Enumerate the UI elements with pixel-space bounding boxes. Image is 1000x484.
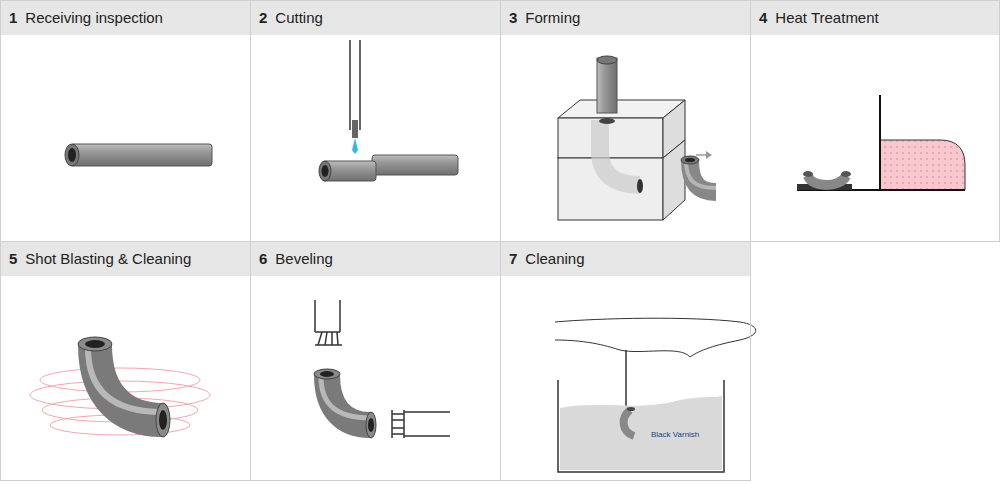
process-step-panel: 4 Heat Treatment bbox=[750, 0, 1000, 242]
step-number: 6 bbox=[259, 250, 267, 267]
cutting-drawing bbox=[319, 40, 458, 181]
forming-press bbox=[558, 56, 716, 220]
step-header-bar: 6 Beveling bbox=[251, 242, 500, 276]
process-step-panel: 6 Beveling bbox=[250, 241, 501, 481]
process-step-panel: 2 Cutting bbox=[250, 0, 501, 242]
step-header-bar: 1 Receiving inspection bbox=[1, 1, 250, 35]
process-step-panel: 1 Receiving inspection bbox=[0, 0, 251, 242]
step-title: Cutting bbox=[275, 9, 323, 26]
step-title: Heat Treatment bbox=[775, 9, 878, 26]
step-title: Cleaning bbox=[525, 250, 584, 267]
pipe-drawing bbox=[65, 144, 212, 166]
step-header-bar: 2 Cutting bbox=[251, 1, 500, 35]
step-title: Receiving inspection bbox=[25, 9, 163, 26]
step-number: 5 bbox=[9, 250, 17, 267]
furnace-drawing bbox=[797, 95, 965, 190]
shot-blasting-drawing bbox=[30, 337, 210, 437]
dip-tank-drawing bbox=[555, 318, 756, 472]
step-header-bar: 3 Forming bbox=[501, 1, 750, 35]
beveling-drawing bbox=[314, 300, 450, 438]
process-step-panel: 3 Forming bbox=[500, 0, 751, 242]
step-header-bar: 4 Heat Treatment bbox=[751, 1, 999, 35]
step-title: Beveling bbox=[275, 250, 333, 267]
step-number: 1 bbox=[9, 9, 17, 26]
step-number: 4 bbox=[759, 9, 767, 26]
step-number: 3 bbox=[509, 9, 517, 26]
step-number: 7 bbox=[509, 250, 517, 267]
step-header-bar: 7 Cleaning bbox=[501, 242, 750, 276]
tank-label: Black Varnish bbox=[651, 430, 699, 439]
process-step-panel: 5 Shot Blasting & Cleaning bbox=[0, 241, 251, 481]
process-step-panel: 7 Cleaning bbox=[500, 241, 751, 481]
step-title: Forming bbox=[525, 9, 580, 26]
step-title: Shot Blasting & Cleaning bbox=[25, 250, 191, 267]
step-header-bar: 5 Shot Blasting & Cleaning bbox=[1, 242, 250, 276]
step-number: 2 bbox=[259, 9, 267, 26]
